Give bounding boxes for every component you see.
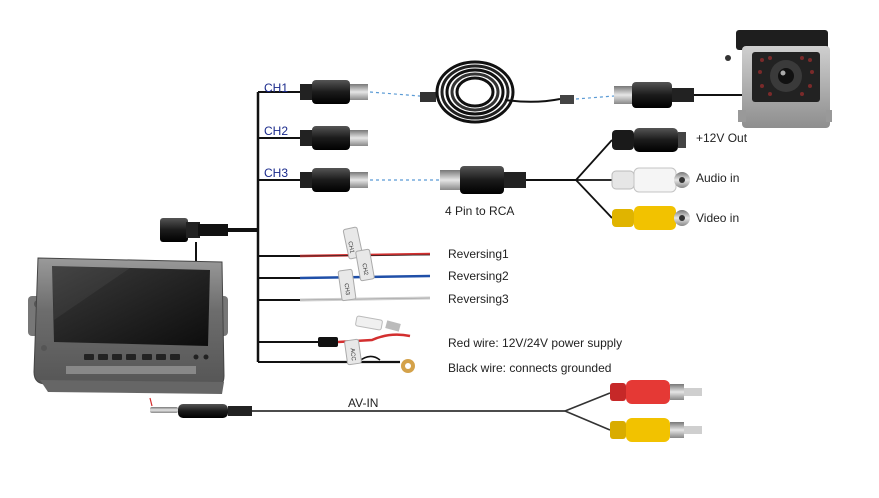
wire-tag-ch1: CH1 <box>346 241 355 255</box>
rca-adapter-cable <box>370 139 613 219</box>
plug-12v-out <box>612 128 686 152</box>
reversing-camera <box>725 30 832 128</box>
camera-connector <box>614 82 746 108</box>
label-reversing-3: Reversing3 <box>448 292 509 306</box>
plug-audio-in <box>611 167 690 193</box>
power-wire-red <box>300 315 411 347</box>
av-in-cable <box>149 392 611 431</box>
monitor <box>28 257 228 394</box>
label-12v-out: +12V Out <box>696 131 748 145</box>
label-reversing-1: Reversing1 <box>448 247 509 261</box>
label-black-wire: Black wire: connects grounded <box>448 361 611 375</box>
channel-connector-ch3 <box>300 168 368 192</box>
wire-tag-ch3: CH3 <box>342 283 350 296</box>
channel-label-ch1: CH1 <box>264 81 288 95</box>
main-trunk <box>195 91 300 363</box>
av-plug-red <box>610 380 702 404</box>
monitor-connector <box>160 218 228 242</box>
power-wire-black <box>300 338 415 373</box>
channel-connector-ch1 <box>300 80 368 104</box>
channel-label-ch3: CH3 <box>264 166 288 180</box>
channel-connector-ch2 <box>300 126 368 150</box>
label-audio-in: Audio in <box>696 171 739 185</box>
reversing-wire-3 <box>299 268 431 302</box>
channel-label-ch2: CH2 <box>264 124 288 138</box>
label-red-wire: Red wire: 12V/24V power supply <box>448 336 622 350</box>
reversing-wire-2 <box>299 248 431 282</box>
adapter-label: 4 Pin to RCA <box>445 204 514 218</box>
monitor-buttons <box>84 354 209 360</box>
plug-video-in <box>612 206 690 230</box>
label-video-in: Video in <box>696 211 739 225</box>
extension-cable-coil <box>369 60 615 124</box>
wire-tag-acc: ACC <box>349 348 356 362</box>
av-plug-yellow <box>610 418 702 442</box>
label-reversing-2: Reversing2 <box>448 269 509 283</box>
wire-tag-ch2: CH2 <box>360 263 368 277</box>
label-av-in: AV-IN <box>348 396 378 410</box>
